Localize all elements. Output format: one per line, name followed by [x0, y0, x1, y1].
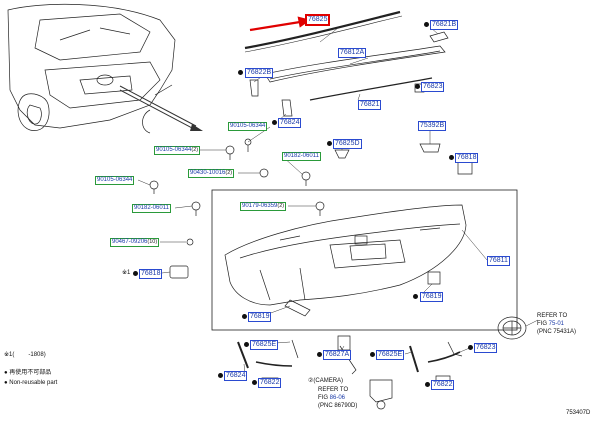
fig-link[interactable]: 75-01	[548, 321, 565, 327]
part-qty: (2)	[225, 170, 233, 176]
nonreusable-dot	[133, 271, 138, 276]
refer-to-text: REFER TO	[318, 387, 349, 393]
part-number-label[interactable]: 90430-10016(2)	[188, 169, 235, 178]
vehicle-illustration	[7, 3, 176, 134]
back-door-garnish	[224, 204, 467, 317]
nonreusable-dot	[252, 380, 257, 385]
pnc-76824-lower[interactable]: 76824	[224, 371, 248, 381]
part-qty: (2)	[277, 203, 285, 209]
part-number: 90182-06011	[134, 205, 169, 211]
legend-text: 再使用不可部品	[9, 370, 52, 376]
pnc-76811[interactable]: 76811	[487, 256, 510, 266]
pnc-76822-left[interactable]: 76822	[258, 378, 282, 388]
part-number-label[interactable]: 90105-06344	[95, 176, 135, 185]
nonreusable-dot	[370, 352, 375, 357]
star-mark: ※1	[122, 270, 131, 276]
part-number: 90105-06344	[156, 147, 192, 153]
part-number: 90467-09206	[112, 239, 148, 245]
legend-english: ● Non-reusable part	[4, 380, 57, 387]
nonreusable-dot	[218, 373, 223, 378]
refer-to-text: REFER TO	[537, 313, 568, 319]
figure-id: 753407D	[566, 410, 591, 416]
fig-prefix: FIG	[318, 395, 330, 401]
pnc-76818-lower[interactable]: 76818	[139, 269, 163, 279]
refer-note-camera: REFER TO FIG 86-06 (PNC 86790D)	[318, 386, 357, 410]
pnc-76818-upper[interactable]: 76818	[455, 153, 479, 163]
pnc-76825e-left[interactable]: 76825E	[250, 340, 279, 350]
nonreusable-dot	[415, 84, 420, 89]
pnc-76822b[interactable]: 76822B	[245, 68, 274, 78]
footnote-star: ※1	[4, 352, 13, 358]
fig-line: FIG 86-06	[318, 394, 357, 402]
nonreusable-dot	[468, 345, 473, 350]
nonreusable-dot	[425, 382, 430, 387]
pnc-76819-left[interactable]: 76819	[248, 312, 272, 322]
pnc-76825-highlighted[interactable]: 76825	[305, 14, 331, 26]
nonreusable-dot	[238, 70, 243, 75]
part-number-label[interactable]: 90467-09206(10)	[110, 238, 160, 247]
nonreusable-dot	[242, 314, 247, 319]
footnote-paren: (	[12, 352, 15, 358]
nonreusable-dot	[424, 22, 429, 27]
camera-label: ②(CAMERA)	[308, 378, 344, 384]
nonreusable-dot	[244, 342, 249, 347]
nonreusable-dot	[327, 141, 332, 146]
part-number: 90105-06344	[97, 177, 133, 183]
nonreusable-dot	[413, 294, 418, 299]
legend-text: Non-reusable part	[9, 380, 58, 386]
part-number: 90182-06011	[284, 153, 319, 159]
footnote-date: -1808)	[28, 352, 46, 358]
pnc-76822-right[interactable]: 76822	[431, 380, 455, 390]
part-number: 90430-10016	[190, 170, 226, 176]
nonreusable-dot	[272, 120, 277, 125]
refer-note-emblem: REFER TO FIG 75-01 (PNC 75431A)	[537, 312, 576, 336]
date-footnote: ※1( -1808)	[4, 352, 46, 359]
pnc-76821b[interactable]: 76821B	[430, 20, 459, 30]
pnc-reference: (PNC 75431A)	[537, 329, 577, 335]
part-qty: (2)	[191, 147, 199, 153]
pnc-75392b[interactable]: 75392B	[418, 121, 447, 131]
fig-line: FIG 75-01	[537, 320, 576, 328]
part-number: 90179-06359	[242, 203, 278, 209]
legend-dot: ●	[4, 370, 8, 376]
pnc-76812a[interactable]: 76812A	[338, 48, 367, 58]
pnc-76823-lower[interactable]: 76823	[474, 343, 498, 353]
part-number-label[interactable]: 90105-06344(2)	[154, 146, 201, 155]
nonreusable-dot	[317, 352, 322, 357]
pnc-76825e-right[interactable]: 76825E	[376, 350, 405, 360]
pnc-76819-right[interactable]: 76819	[420, 292, 444, 302]
legend-japanese: ● 再使用不可部品	[4, 370, 51, 377]
part-qty: (10)	[147, 239, 158, 245]
part-number-label[interactable]: 90182-06011	[282, 152, 321, 161]
pnc-76821[interactable]: 76821	[358, 100, 382, 110]
part-number-label[interactable]: 90179-06359(2)	[240, 202, 287, 211]
fig-prefix: FIG	[537, 321, 549, 327]
highlight-arrow	[249, 16, 311, 32]
part-number: 90105-06344	[230, 123, 266, 129]
pnc-76823[interactable]: 76823	[421, 82, 445, 92]
legend-dot: ●	[4, 380, 8, 386]
pnc-76824[interactable]: 76824	[278, 118, 302, 128]
fig-link[interactable]: 86-06	[329, 395, 346, 401]
pnc-reference: (PNC 86790D)	[318, 403, 358, 409]
part-number-label[interactable]: 90182-06011	[132, 204, 171, 213]
pnc-76827a[interactable]: 76827A	[323, 350, 352, 360]
pnc-76825d[interactable]: 76825D	[333, 139, 362, 149]
nonreusable-dot	[449, 155, 454, 160]
part-number-label[interactable]: 90105-06344	[228, 122, 268, 131]
